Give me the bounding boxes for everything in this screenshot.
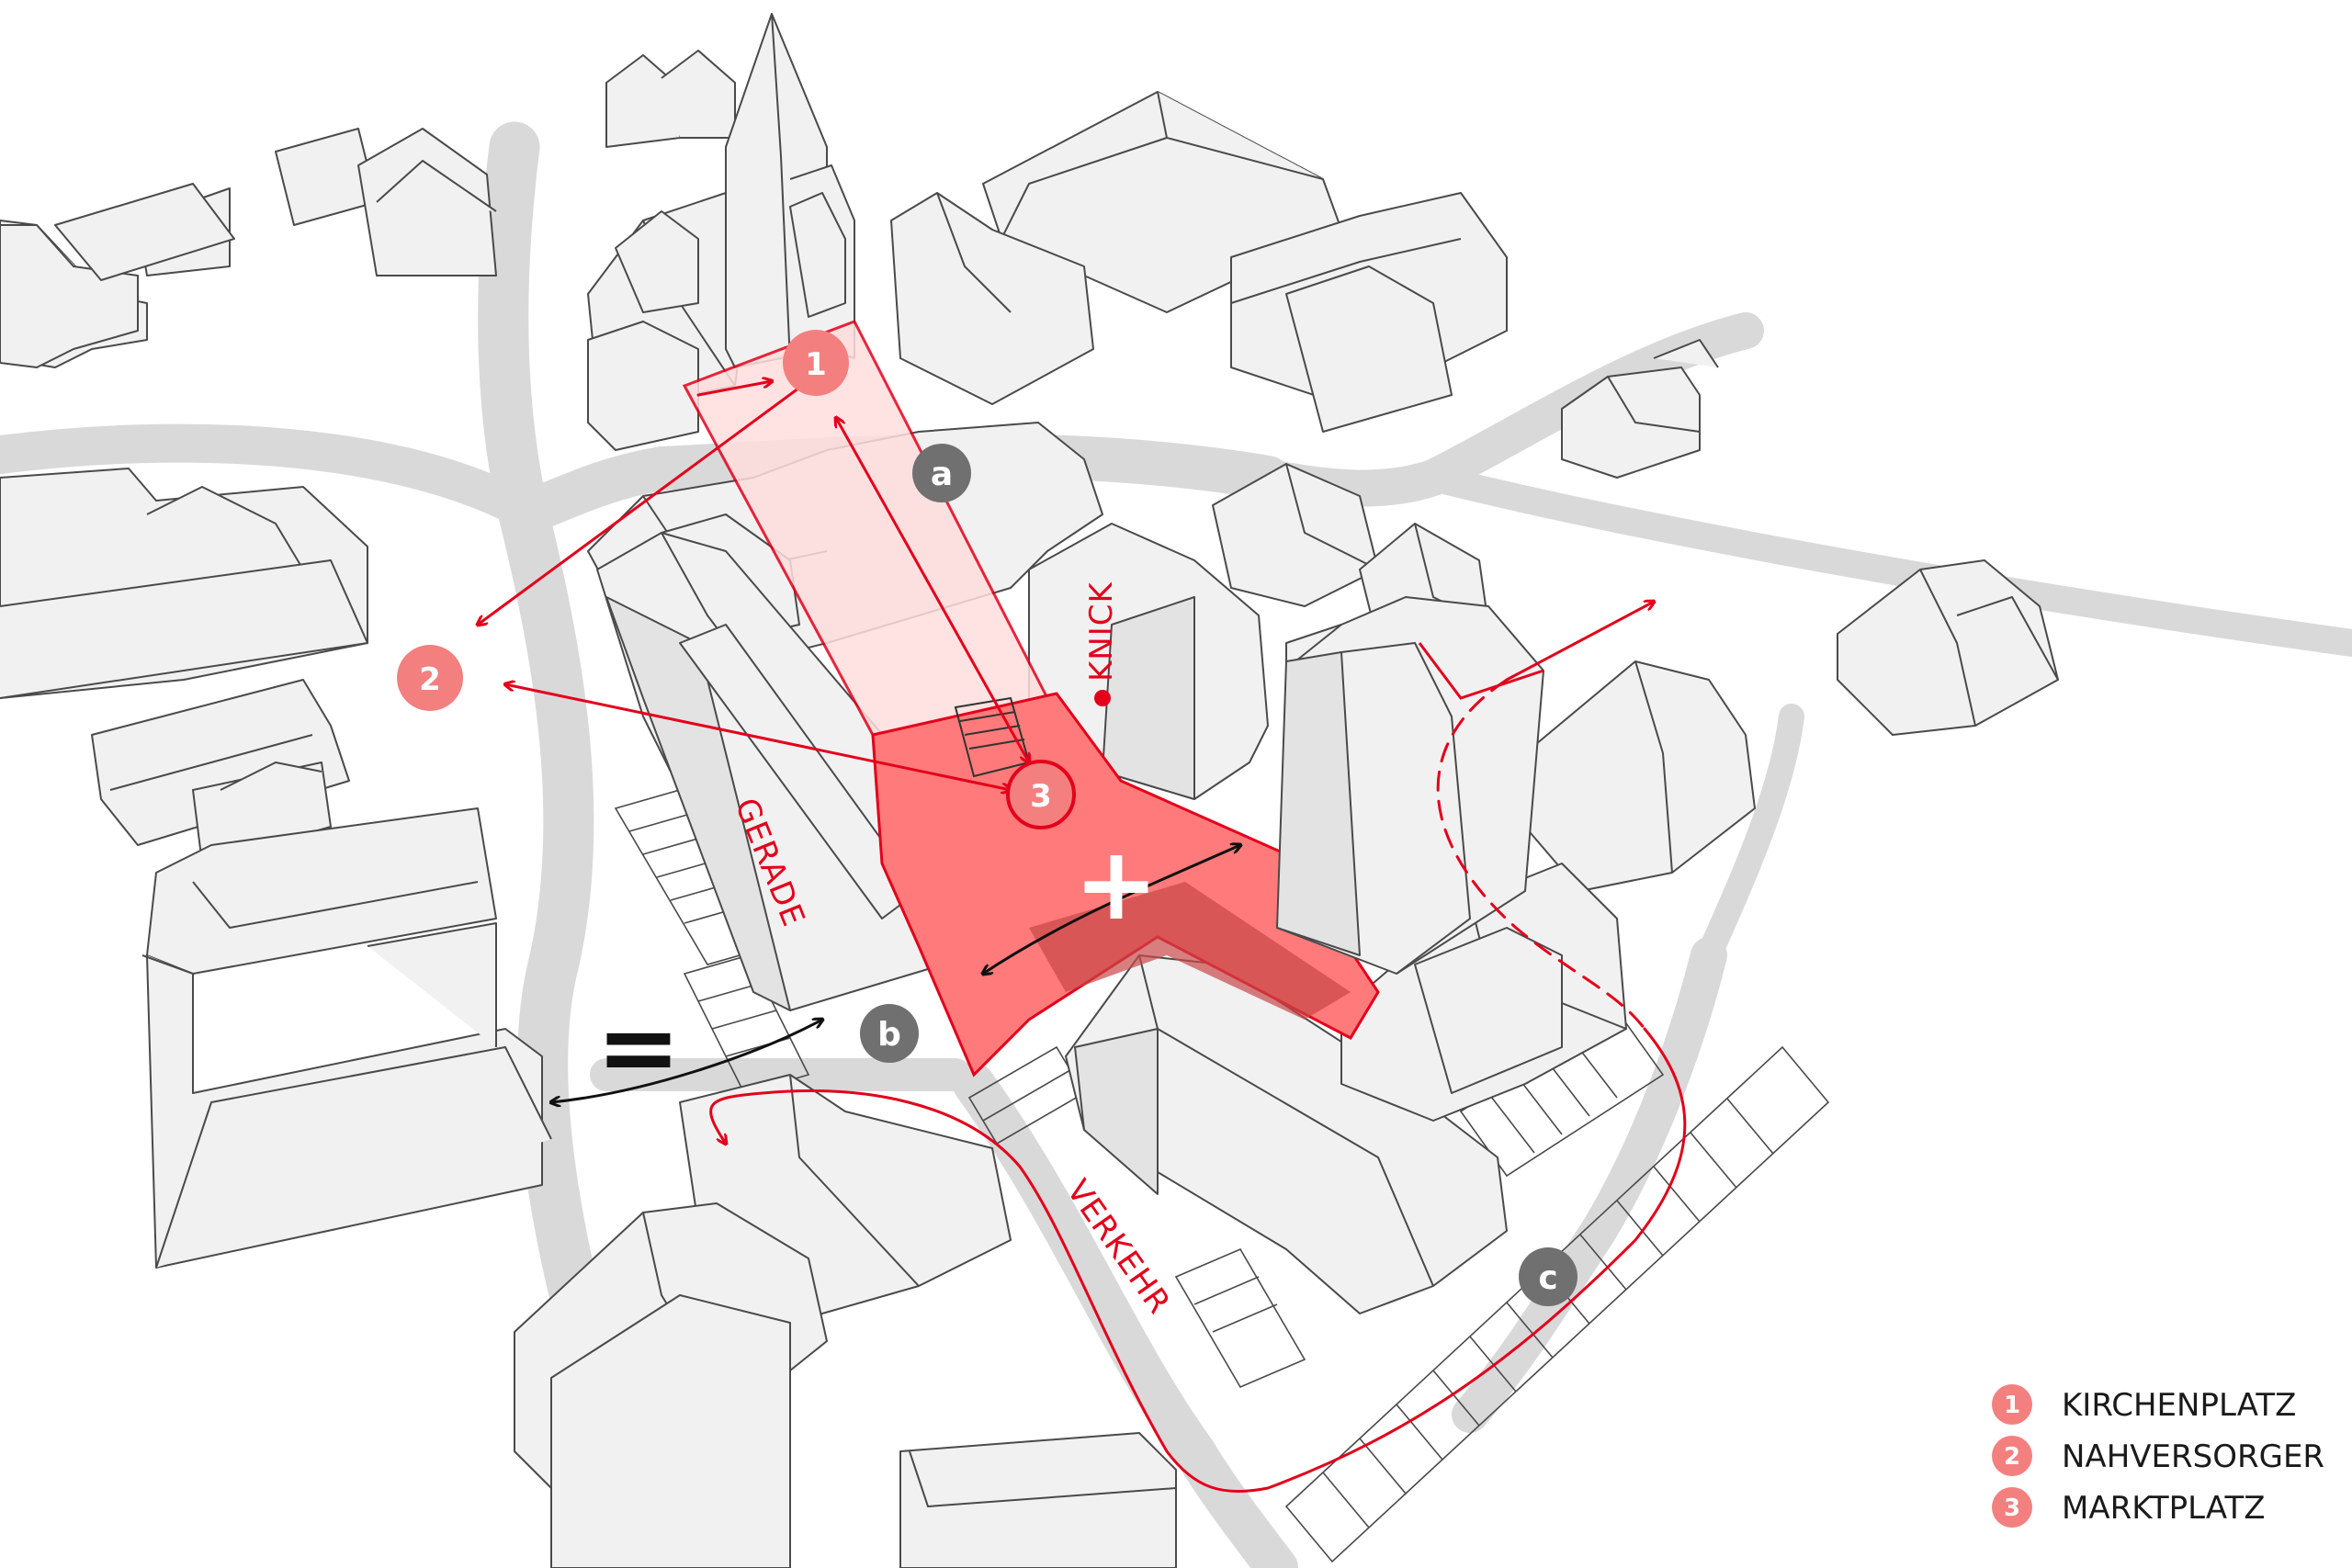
svg-text:2: 2 <box>2004 1443 2020 1471</box>
marker-1: 1 <box>783 330 849 396</box>
red-arrows <box>478 366 1687 1494</box>
svg-text:c: c <box>1538 1259 1557 1297</box>
svg-text:3: 3 <box>1030 778 1052 815</box>
legend: 1 KIRCHENPLATZ 2 NAHVERSORGER 3 MARKTPLA… <box>1992 1384 2324 1528</box>
label-knick: KNICK <box>1083 581 1120 682</box>
svg-text:a: a <box>931 456 953 493</box>
church <box>587 13 855 451</box>
equals-symbol: = <box>596 988 681 1106</box>
svg-text:1: 1 <box>2004 1392 2020 1419</box>
svg-text:MARKTPLATZ: MARKTPLATZ <box>2062 1490 2266 1527</box>
marker-c: c <box>1519 1247 1577 1306</box>
marker-2: 2 <box>397 645 463 711</box>
knick-point <box>1094 690 1111 706</box>
svg-text:KIRCHENPLATZ: KIRCHENPLATZ <box>2062 1387 2296 1424</box>
svg-text:2: 2 <box>419 661 441 698</box>
legend-item-3: 3 MARKTPLATZ <box>1992 1487 2266 1528</box>
svg-text:NAHVERSORGER: NAHVERSORGER <box>2062 1438 2324 1475</box>
buildings-context <box>0 50 736 1269</box>
buildings-north <box>890 91 2059 892</box>
tower-building <box>1276 596 1544 975</box>
svg-text:3: 3 <box>2004 1495 2020 1522</box>
black-arrows <box>551 845 1240 1102</box>
legend-item-1: 1 KIRCHENPLATZ <box>1992 1384 2296 1425</box>
legend-item-2: 2 NAHVERSORGER <box>1992 1436 2324 1476</box>
marker-b: b <box>860 1004 919 1063</box>
svg-text:b: b <box>877 1016 901 1054</box>
plus-symbol: + <box>1074 825 1159 942</box>
marker-a: a <box>912 444 971 502</box>
svg-text:1: 1 <box>805 346 827 383</box>
buildings-south <box>514 1074 1177 1568</box>
marker-3: 3 <box>1006 760 1076 829</box>
